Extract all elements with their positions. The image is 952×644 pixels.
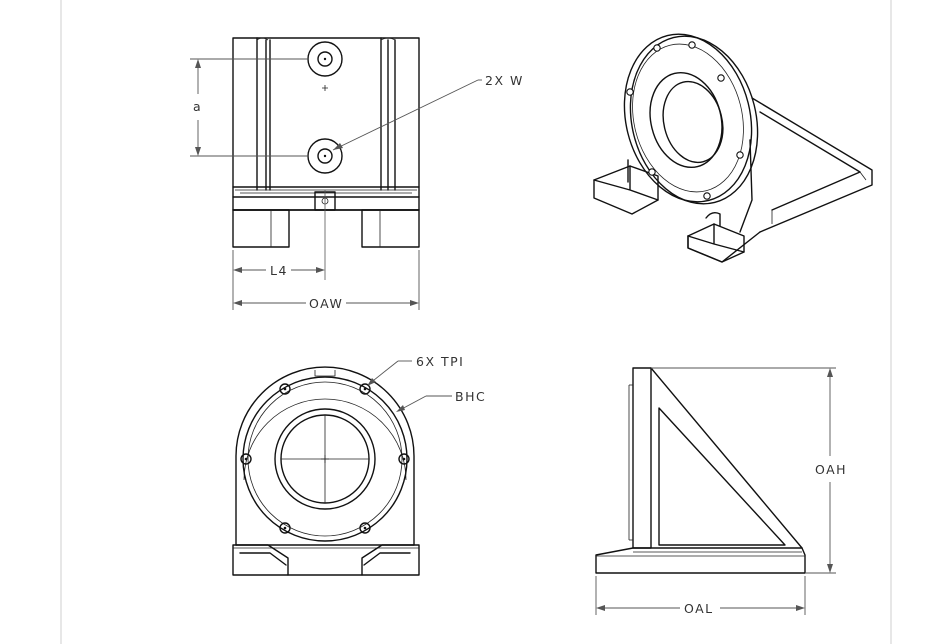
front-view	[232, 37, 420, 280]
dim-oah-label: OAH	[815, 462, 847, 477]
sheet-frame	[60, 0, 892, 644]
front-body-outline	[232, 37, 420, 211]
side-view	[595, 367, 806, 574]
dim-l4: L4	[232, 250, 325, 310]
right-rib	[380, 37, 396, 191]
bolt-holes	[240, 383, 410, 534]
dim-l4-label: L4	[270, 263, 288, 278]
side-base	[595, 547, 806, 574]
gusset-hypotenuse	[650, 367, 803, 549]
dim-oal: OAL	[595, 576, 806, 616]
upper-mount-hole	[307, 41, 343, 77]
bolt-circle-ring	[242, 376, 408, 542]
lower-mount-hole	[307, 138, 343, 174]
dim-oaw: OAW	[233, 250, 420, 311]
isometric-view	[593, 33, 873, 263]
leader-tpi: 6X TPI	[367, 354, 464, 386]
left-rib	[256, 37, 271, 191]
back-plate	[632, 367, 652, 549]
flange-outer-ring	[623, 33, 753, 203]
left-foot	[232, 209, 290, 248]
leader-bhc: BHC	[396, 389, 486, 412]
leader-w: 2X W	[332, 73, 524, 151]
label-bhc: BHC	[455, 389, 486, 404]
label-6x-tpi: 6X TPI	[416, 354, 464, 369]
dim-oaw-label: OAW	[309, 296, 343, 311]
dim-oah: OAH	[651, 367, 847, 574]
dim-a: a	[190, 58, 308, 157]
dim-oal-label: OAL	[684, 601, 714, 616]
dim-a-label: a	[193, 99, 202, 114]
end-view	[232, 366, 420, 576]
right-foot	[361, 209, 420, 248]
label-2x-w: 2X W	[485, 73, 524, 88]
bore-outer	[274, 408, 376, 510]
